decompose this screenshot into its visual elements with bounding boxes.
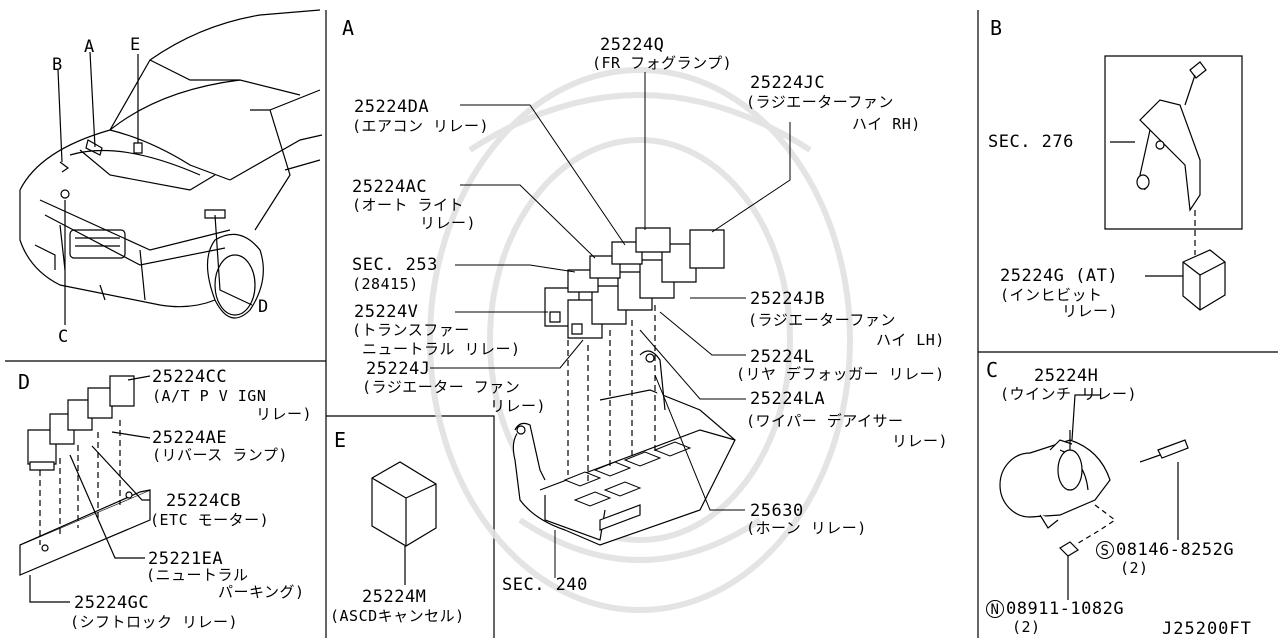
part-25224jc-desc2: ハイ RH) [852, 115, 921, 133]
part-25224jc-desc1: (ラジエーターファン [746, 93, 894, 111]
part-25224gc-code: 25224GC [74, 593, 150, 613]
part-25224da-code: 25224DA [354, 97, 430, 117]
watermark [430, 70, 850, 610]
part-25224l-code: 25224L [750, 347, 815, 367]
nut-08911-qty: (2) [1012, 618, 1041, 636]
n-mark-icon: N [986, 600, 1004, 618]
part-25224jb-code: 25224JB [750, 289, 826, 309]
car-callout-d: D [258, 297, 270, 317]
part-25224la-desc2: リレー) [892, 432, 949, 450]
part-25224v-desc2: ニュートラル リレー) [362, 340, 521, 358]
part-25224la-code: 25224LA [750, 389, 826, 409]
part-25224h-code: 25224H [1034, 366, 1099, 386]
car-callout-a: A [84, 37, 96, 57]
part-25224cc-desc2: リレー) [256, 405, 313, 423]
car-callout-c: C [58, 327, 70, 347]
part-25221ea-code: 25221EA [148, 549, 224, 569]
part-25224m-code: 25224M [362, 587, 427, 607]
section-e-drawing [372, 462, 436, 585]
sec-253-desc: (28415) [352, 275, 419, 293]
part-25630-desc: (ホーン リレー) [746, 519, 867, 537]
section-label-c: C [986, 358, 999, 382]
part-25224cc-desc1: (A/T P V IGN [152, 387, 267, 405]
part-25224cc-code: 25224CC [152, 367, 228, 387]
drawing-ref-code: J25200FT [1162, 619, 1252, 639]
car-illustration [20, 10, 322, 325]
s-mark-icon: S [1096, 541, 1114, 559]
part-25224h-desc: (ウインチ リレー) [1000, 385, 1138, 403]
part-25224v-desc1: (トランスファー [352, 321, 470, 339]
part-25224m-desc: (ASCDキャンセル) [330, 607, 465, 625]
part-25224la-desc1: (ワイパー デアイサー [746, 412, 904, 430]
part-25224j-code: 25224J [366, 359, 431, 379]
section-b-drawing [1105, 56, 1242, 310]
car-callout-b: B [52, 55, 64, 75]
part-25224ae-code: 25224AE [152, 428, 228, 448]
sec-253-code: SEC. 253 [352, 255, 438, 275]
section-label-a: A [342, 16, 355, 40]
part-25224j-desc2: リレー) [490, 397, 547, 415]
section-label-b: B [990, 16, 1003, 40]
part-25224ac-desc1: (オート ライト [352, 196, 465, 214]
bolt-08146-qty: (2) [1120, 559, 1149, 577]
part-25224v-code: 25224V [354, 302, 419, 322]
part-25224q-desc: (FR フォグランプ) [592, 54, 733, 72]
section-a-drawing [513, 228, 735, 545]
section-d-drawing [20, 376, 150, 602]
part-25224ae-desc: (リバース ランプ) [152, 446, 288, 464]
part-25224cb-desc: (ETC モーター) [150, 511, 270, 529]
part-25224g-desc2: リレー) [1062, 302, 1119, 320]
bolt-08146-code: 08146-8252G [1116, 540, 1235, 560]
part-25224gc-desc: (シフトロック リレー) [70, 613, 239, 631]
part-25224ac-desc2: リレー) [420, 214, 477, 232]
part-25221ea-desc2: パーキング) [218, 583, 305, 601]
section-a-leaders [430, 72, 790, 578]
part-25224ac-code: 25224AC [352, 177, 428, 197]
section-label-d: D [18, 370, 31, 394]
section-c-drawing [1000, 395, 1188, 600]
section-label-e: E [334, 428, 347, 452]
part-25224da-desc: (エアコン リレー) [352, 117, 490, 135]
part-25224jb-desc2: ハイ LH) [876, 331, 945, 349]
sec-240-code: SEC. 240 [502, 575, 588, 595]
part-25224g-desc1: (インヒビット [1000, 286, 1103, 304]
car-callout-e: E [130, 35, 142, 55]
part-25224j-desc1: (ラジエーター ファン [362, 378, 521, 396]
part-25221ea-desc1: (ニュートラル [146, 566, 249, 584]
sec-276-code: SEC. 276 [988, 132, 1074, 152]
nut-08911-code: 08911-1082G [1006, 599, 1125, 619]
part-25224q-code: 25224Q [600, 35, 665, 55]
divider-e [326, 416, 494, 638]
part-25630-code: 25630 [750, 501, 804, 521]
part-25224cb-code: 25224CB [166, 491, 242, 511]
part-25224g-code: 25224G (AT) [1000, 266, 1119, 286]
part-25224l-desc: (リヤ デフォッガー リレー) [736, 365, 945, 383]
part-25224jb-desc1: (ラジエーターファン [748, 311, 896, 329]
part-25224jc-code: 25224JC [750, 73, 826, 93]
